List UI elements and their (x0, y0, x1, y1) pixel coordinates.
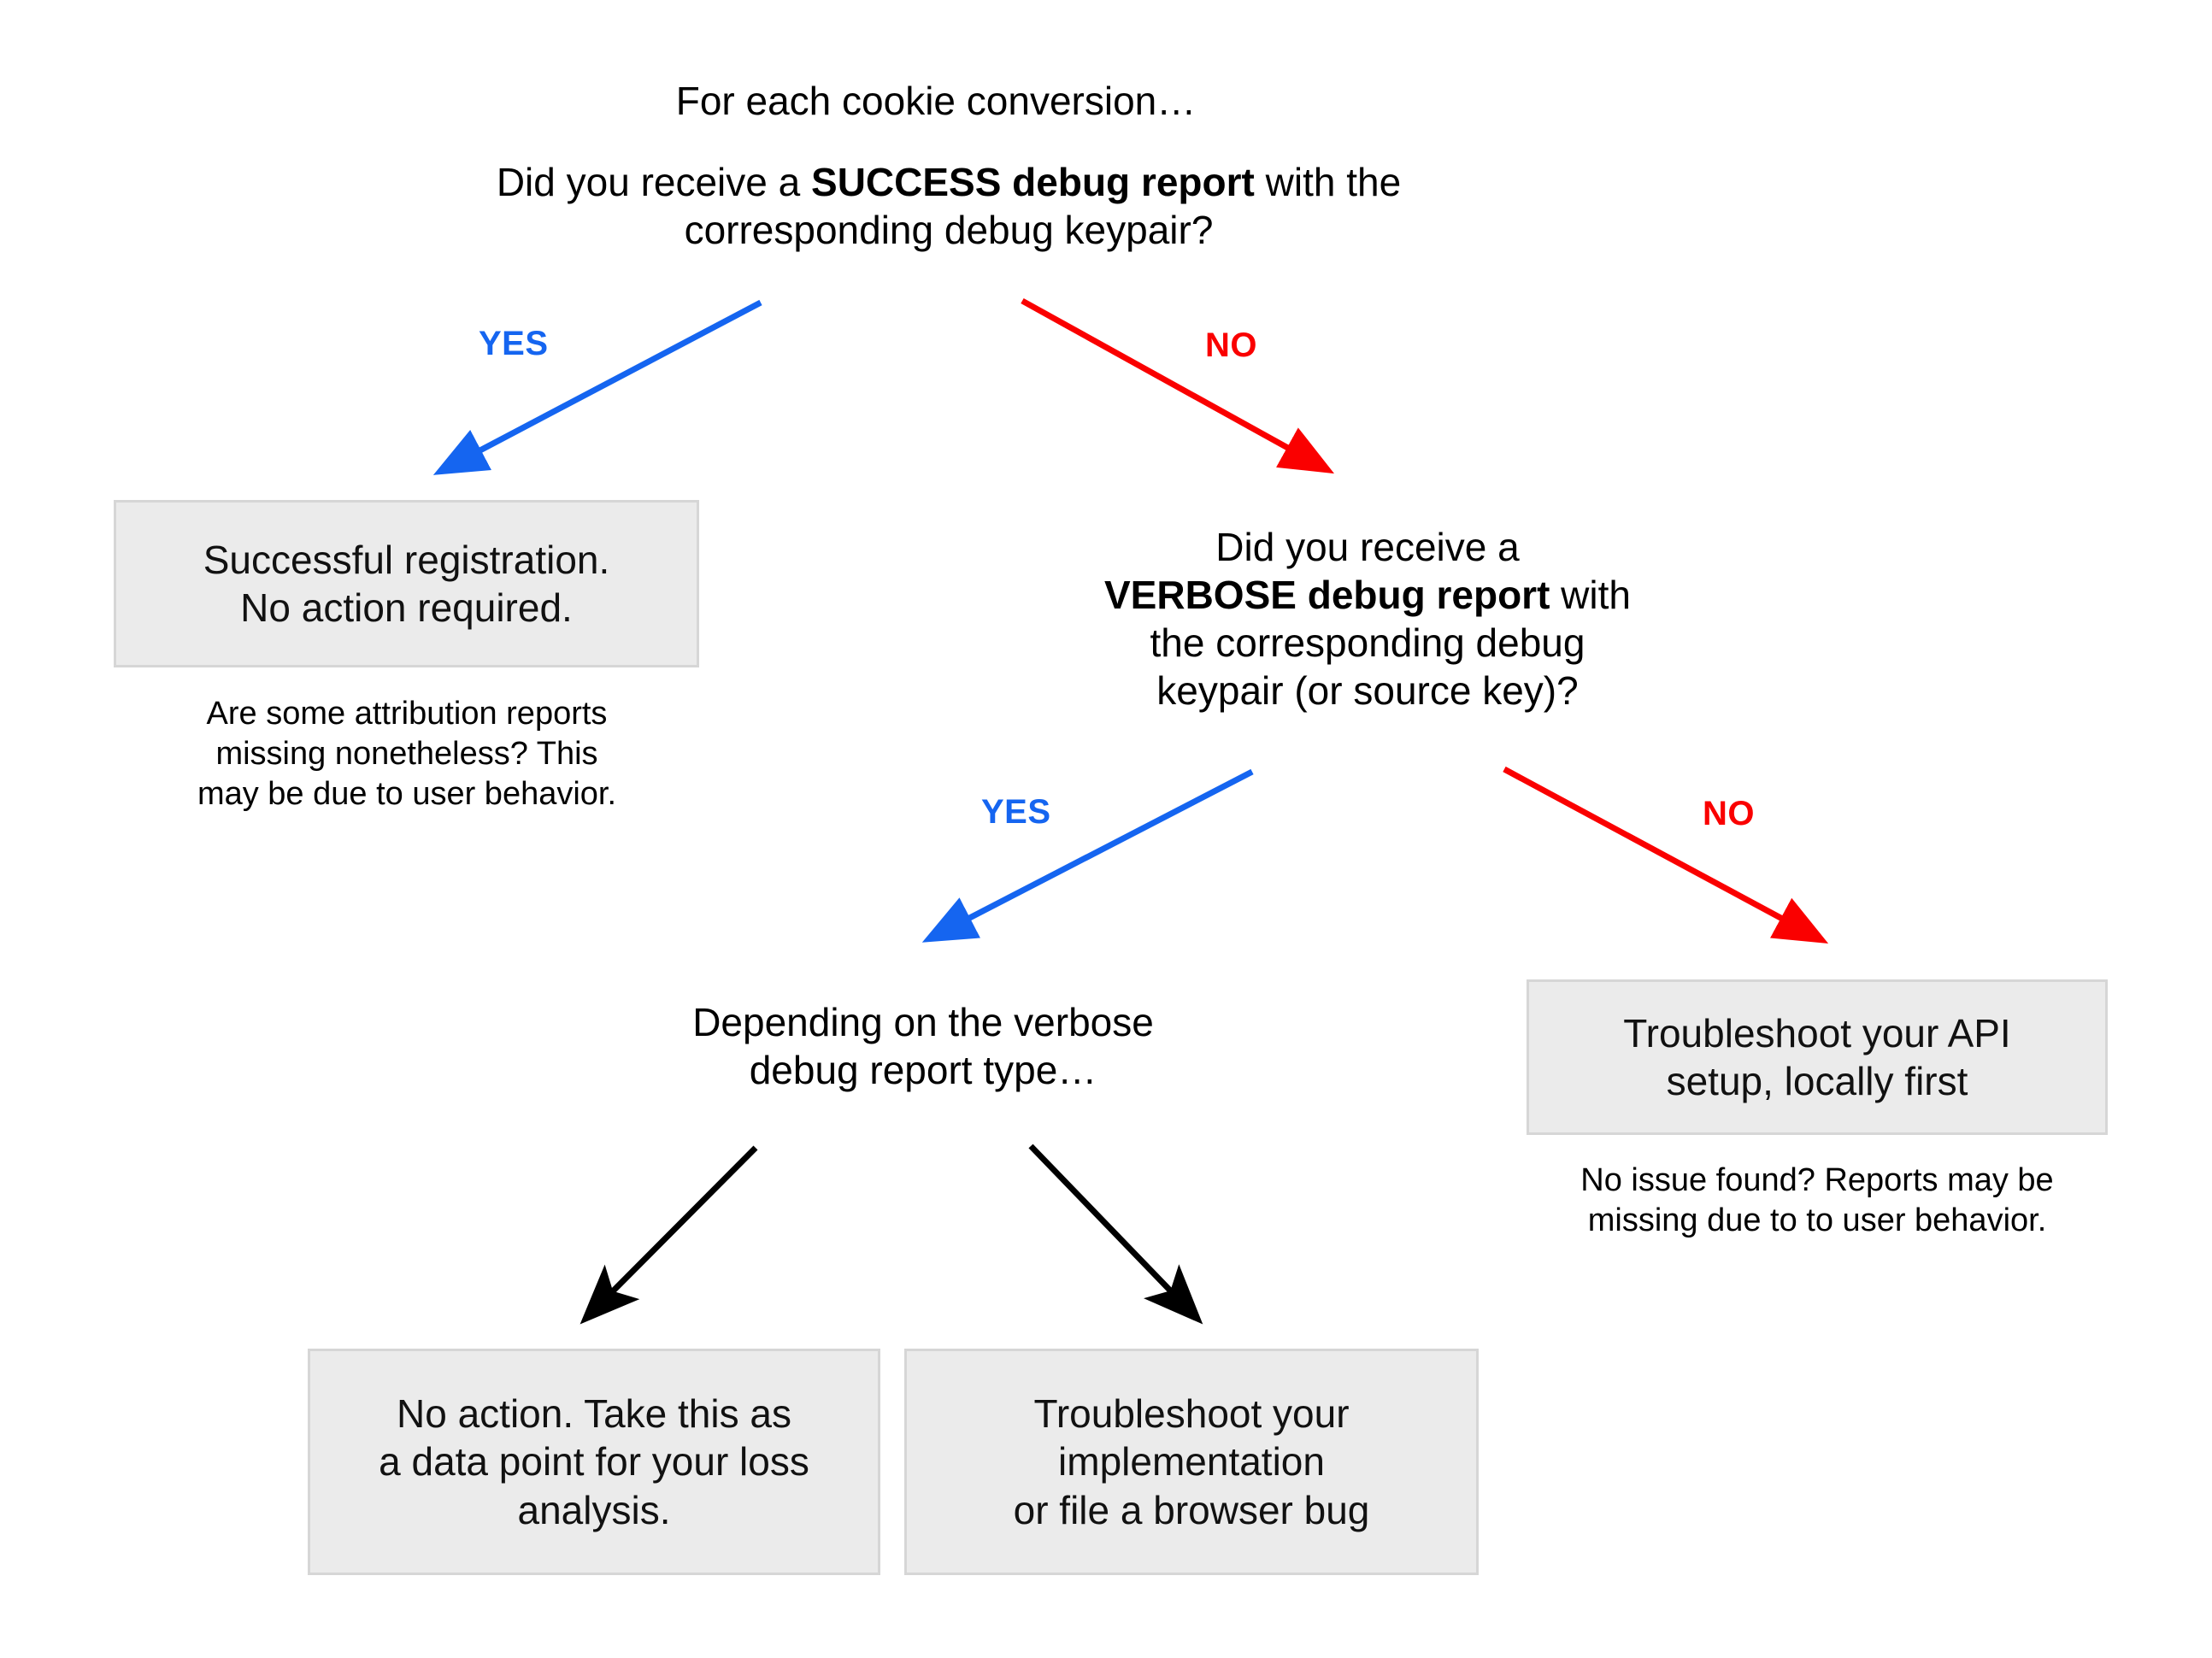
question-1-line-1-a: Did you receive a (496, 160, 812, 204)
api-setup-line-1: Troubleshoot your API (1623, 1010, 2011, 1055)
question-2: Did you receive a VERBOSE debug report w… (1009, 523, 1727, 714)
success-registration-caption: Are some attribution reports missing non… (103, 694, 711, 814)
question-2-line-2: VERBOSE debug report with (1009, 571, 1727, 619)
question-1-line-1-c: with the (1254, 160, 1402, 204)
edge-label-q1-yes: YES (479, 325, 549, 362)
api-setup-caption: No issue found? Reports may be missing d… (1475, 1161, 2159, 1241)
troubleshoot-line-3: or file a browser bug (1013, 1487, 1370, 1532)
api-caption-line-1: No issue found? Reports may be (1580, 1162, 2054, 1198)
verbose-type-line-1: Depending on the verbose (692, 1000, 1154, 1044)
edge-label-q2-yes: YES (981, 793, 1051, 831)
question-1: Did you receive a SUCCESS debug report w… (282, 158, 1615, 254)
edge-type-right (1028, 1144, 1203, 1325)
success-caption-line-2: missing nonetheless? This (215, 736, 598, 773)
question-2-line-2-b: with (1550, 573, 1631, 618)
no-action-line-2: a data point for your loss (379, 1439, 809, 1485)
question-1-line-2: corresponding debug keypair? (684, 208, 1214, 253)
edge-q1-no (1021, 297, 1335, 474)
troubleshoot-line-2: implementation (1058, 1439, 1325, 1485)
question-2-emphasis: VERBOSE debug report (1104, 573, 1550, 618)
troubleshoot-line-1: Troubleshoot your (1033, 1391, 1350, 1437)
question-2-line-4: keypair (or source key)? (1156, 668, 1579, 714)
edge-q2-no (1503, 766, 1829, 944)
api-setup-box[interactable]: Troubleshoot your API setup, locally fir… (1527, 979, 2108, 1135)
intro-label: For each cookie conversion… (675, 79, 1197, 123)
api-setup-line-2: setup, locally first (1666, 1059, 1968, 1103)
success-caption-line-3: may be due to user behavior. (197, 776, 617, 813)
no-action-box[interactable]: No action. Take this as a data point for… (308, 1349, 880, 1575)
edge-q2-yes (921, 768, 1254, 943)
question-1-line-1: Did you receive a SUCCESS debug report w… (282, 158, 1615, 206)
no-action-line-3: analysis. (517, 1487, 671, 1532)
success-registration-line-2: No action required. (240, 585, 573, 630)
no-action-line-1: No action. Take this as (397, 1391, 791, 1437)
success-registration-line-1: Successful registration. (203, 537, 610, 582)
intro-text: For each cookie conversion… (359, 77, 1513, 125)
question-2-line-1: Did you receive a (1215, 525, 1520, 569)
question-1-emphasis: SUCCESS debug report (811, 160, 1255, 204)
edge-label-q1-no: NO (1205, 326, 1257, 364)
edge-label-q2-no: NO (1703, 795, 1755, 832)
verbose-type-line-2: debug report type… (749, 1048, 1097, 1093)
success-registration-box[interactable]: Successful registration. No action requi… (114, 500, 699, 667)
success-caption-line-1: Are some attribution reports (206, 696, 608, 732)
edge-type-left (579, 1145, 758, 1325)
verbose-type-text: Depending on the verbose debug report ty… (607, 998, 1239, 1094)
troubleshoot-implementation-box[interactable]: Troubleshoot your implementation or file… (904, 1349, 1479, 1575)
question-2-line-3: the corresponding debug (1150, 620, 1585, 666)
api-caption-line-2: missing due to to user behavior. (1587, 1202, 2047, 1239)
